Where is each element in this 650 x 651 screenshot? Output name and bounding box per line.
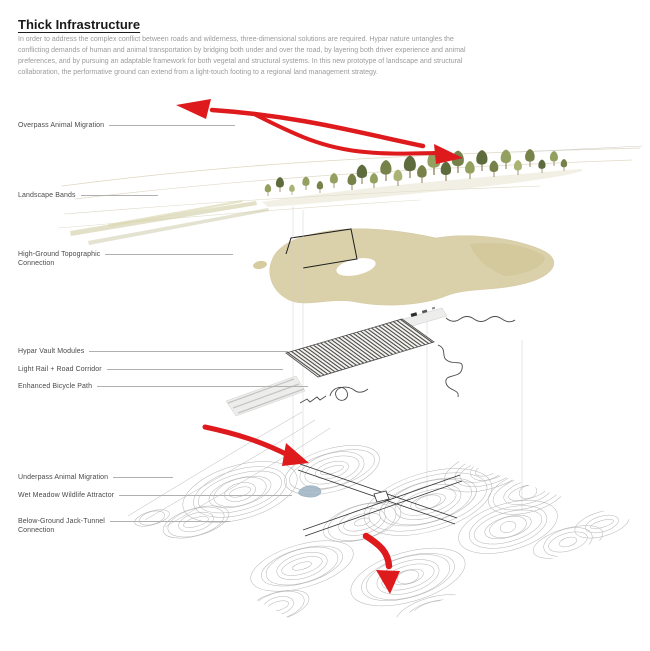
label-landscape-bands: Landscape Bands xyxy=(18,191,158,200)
label-text: Enhanced Bicycle Path xyxy=(18,383,93,390)
jack-tunnel-arrow xyxy=(362,532,400,594)
label-below-ground-jack-tunnel-connection: Below-Ground Jack-Tunnel Connection xyxy=(18,517,230,535)
topographic-connection-outline xyxy=(285,228,358,269)
diagram-description: In order to address the complex conflict… xyxy=(18,36,466,76)
leader-line xyxy=(109,521,230,522)
label-light-rail-road-corridor: Light Rail + Road Corridor xyxy=(18,365,283,374)
tree xyxy=(346,172,357,191)
tree xyxy=(369,172,379,189)
label-high-ground-topographic-connection: High-Ground Topographic Connection xyxy=(18,250,233,268)
tree xyxy=(356,163,368,185)
tree xyxy=(488,159,499,178)
leader-line xyxy=(97,386,308,387)
label-wet-meadow-wildlife-attractor: Wet Meadow Wildlife Attractor xyxy=(18,491,292,500)
hypar-vault xyxy=(285,318,435,378)
tree xyxy=(416,164,428,184)
projection-lines xyxy=(292,206,523,510)
label-underpass-animal-migration: Underpass Animal Migration xyxy=(18,473,173,482)
tree xyxy=(379,159,393,182)
page-title: Thick Infrastructure xyxy=(18,16,141,32)
vehicles xyxy=(410,306,436,317)
leader-line xyxy=(80,195,158,196)
contour-sheet xyxy=(134,445,630,630)
tree xyxy=(549,150,559,167)
tree xyxy=(537,159,546,174)
terrain-lines xyxy=(57,145,643,229)
tree xyxy=(392,168,403,187)
underpass-migration-arrow xyxy=(202,424,309,466)
label-text: Below-Ground Jack-Tunnel xyxy=(18,518,105,525)
label-text: Underpass Animal Migration xyxy=(18,474,109,481)
tree xyxy=(464,160,476,180)
tree xyxy=(264,183,272,197)
label-hypar-vault-modules: Hypar Vault Modules xyxy=(18,347,288,356)
high-ground-landform xyxy=(253,228,555,306)
tree xyxy=(440,160,452,182)
label-overpass-animal-migration: Overpass Animal Migration xyxy=(18,121,235,130)
contour-edge-lines xyxy=(127,411,331,528)
leader-line xyxy=(109,125,235,126)
label-text: Light Rail + Road Corridor xyxy=(18,366,102,373)
tree xyxy=(403,154,417,179)
label-text: Overpass Animal Migration xyxy=(18,122,105,129)
leader-line xyxy=(105,254,233,255)
landscape-bands xyxy=(70,200,269,245)
tree xyxy=(301,176,310,191)
tree xyxy=(560,158,568,172)
label-enhanced-bicycle-path: Enhanced Bicycle Path xyxy=(18,382,308,391)
label-text: Connection xyxy=(18,260,55,268)
wet-meadow xyxy=(298,485,322,498)
label-text: Wet Meadow Wildlife Attractor xyxy=(18,492,115,499)
leader-line xyxy=(119,495,292,496)
tree-ground-wash xyxy=(262,169,583,207)
label-text: Hypar Vault Modules xyxy=(18,348,85,355)
tree xyxy=(513,159,523,176)
leader-line xyxy=(89,351,288,352)
label-text: Connection xyxy=(18,527,55,535)
overpass-migration-arrow-right xyxy=(254,113,463,164)
tree xyxy=(316,180,324,194)
leader-line xyxy=(106,369,283,370)
tree xyxy=(288,184,296,196)
bicycle-path xyxy=(299,316,516,404)
label-text: High-Ground Topographic xyxy=(18,251,101,258)
overpass-migration-arrow-left xyxy=(176,99,426,149)
label-text: Landscape Bands xyxy=(18,192,76,199)
jack-tunnel-x xyxy=(297,463,463,537)
leader-line xyxy=(113,477,173,478)
